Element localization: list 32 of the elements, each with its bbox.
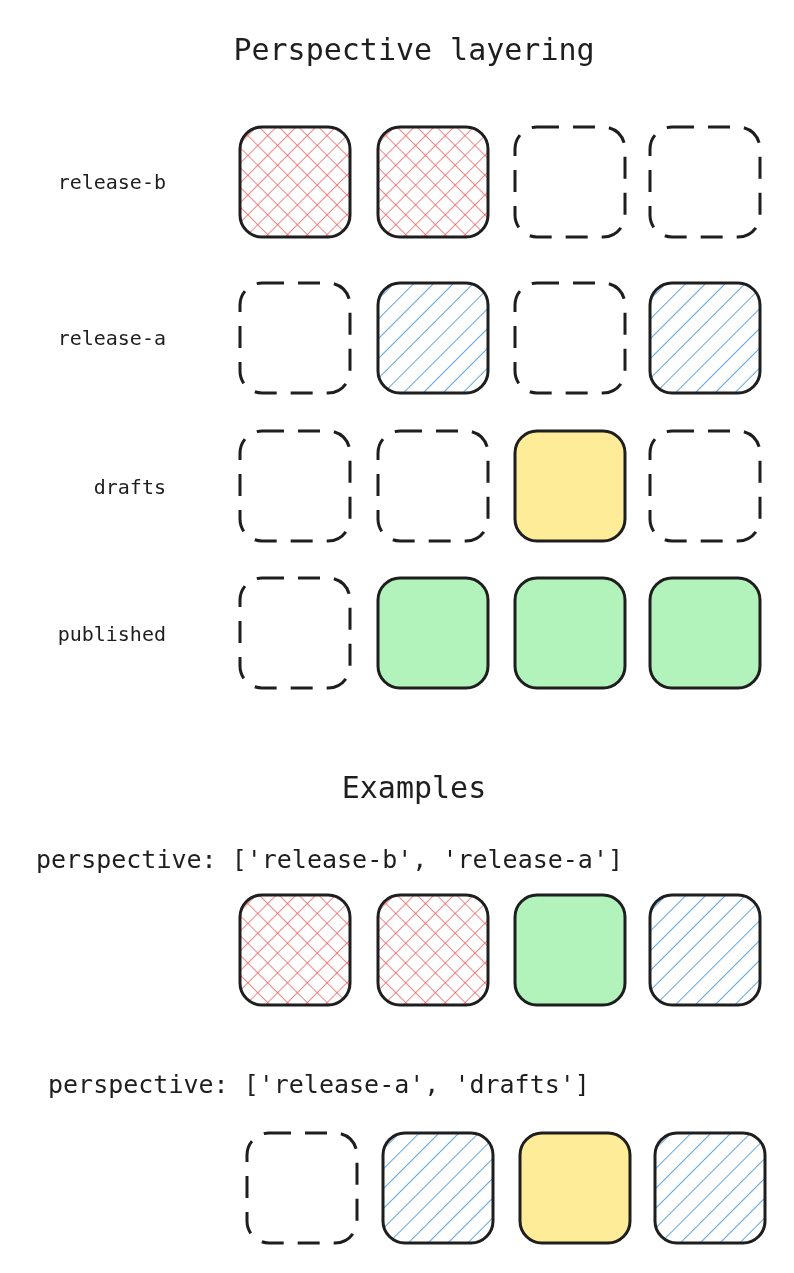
dashed-tile bbox=[238, 281, 352, 395]
cross-hatched-tile bbox=[238, 125, 352, 239]
dashed-tile bbox=[238, 429, 352, 543]
code-line: perspective: ['release-a', 'drafts'] bbox=[48, 1070, 590, 1099]
dashed-tile bbox=[376, 429, 490, 543]
filled-tile bbox=[376, 576, 490, 690]
dashed-tile bbox=[513, 281, 627, 395]
filled-tile bbox=[648, 576, 762, 690]
filled-tile bbox=[513, 429, 627, 543]
hatched-tile bbox=[653, 1131, 767, 1245]
hatched-tile bbox=[376, 281, 490, 395]
dashed-tile bbox=[648, 429, 762, 543]
cross-hatched-tile bbox=[376, 125, 490, 239]
filled-tile bbox=[513, 893, 627, 1007]
cross-hatched-tile bbox=[376, 893, 490, 1007]
dashed-tile bbox=[648, 125, 762, 239]
hatched-tile bbox=[381, 1131, 495, 1245]
row-label: release-b bbox=[57, 170, 166, 194]
dashed-tile bbox=[513, 125, 627, 239]
cross-hatched-tile bbox=[238, 893, 352, 1007]
row-label: published bbox=[57, 622, 166, 646]
code-line: perspective: ['release-b', 'release-a'] bbox=[36, 845, 623, 874]
dashed-tile bbox=[238, 576, 352, 690]
diagram-title: Perspective layering bbox=[233, 32, 595, 67]
hatched-tile bbox=[648, 281, 762, 395]
filled-tile bbox=[513, 576, 627, 690]
dashed-tile bbox=[245, 1131, 359, 1245]
row-label: release-a bbox=[57, 326, 166, 350]
filled-tile bbox=[518, 1131, 632, 1245]
hatched-tile bbox=[648, 893, 762, 1007]
section-heading: Examples bbox=[341, 770, 487, 805]
row-label: drafts bbox=[93, 475, 166, 499]
